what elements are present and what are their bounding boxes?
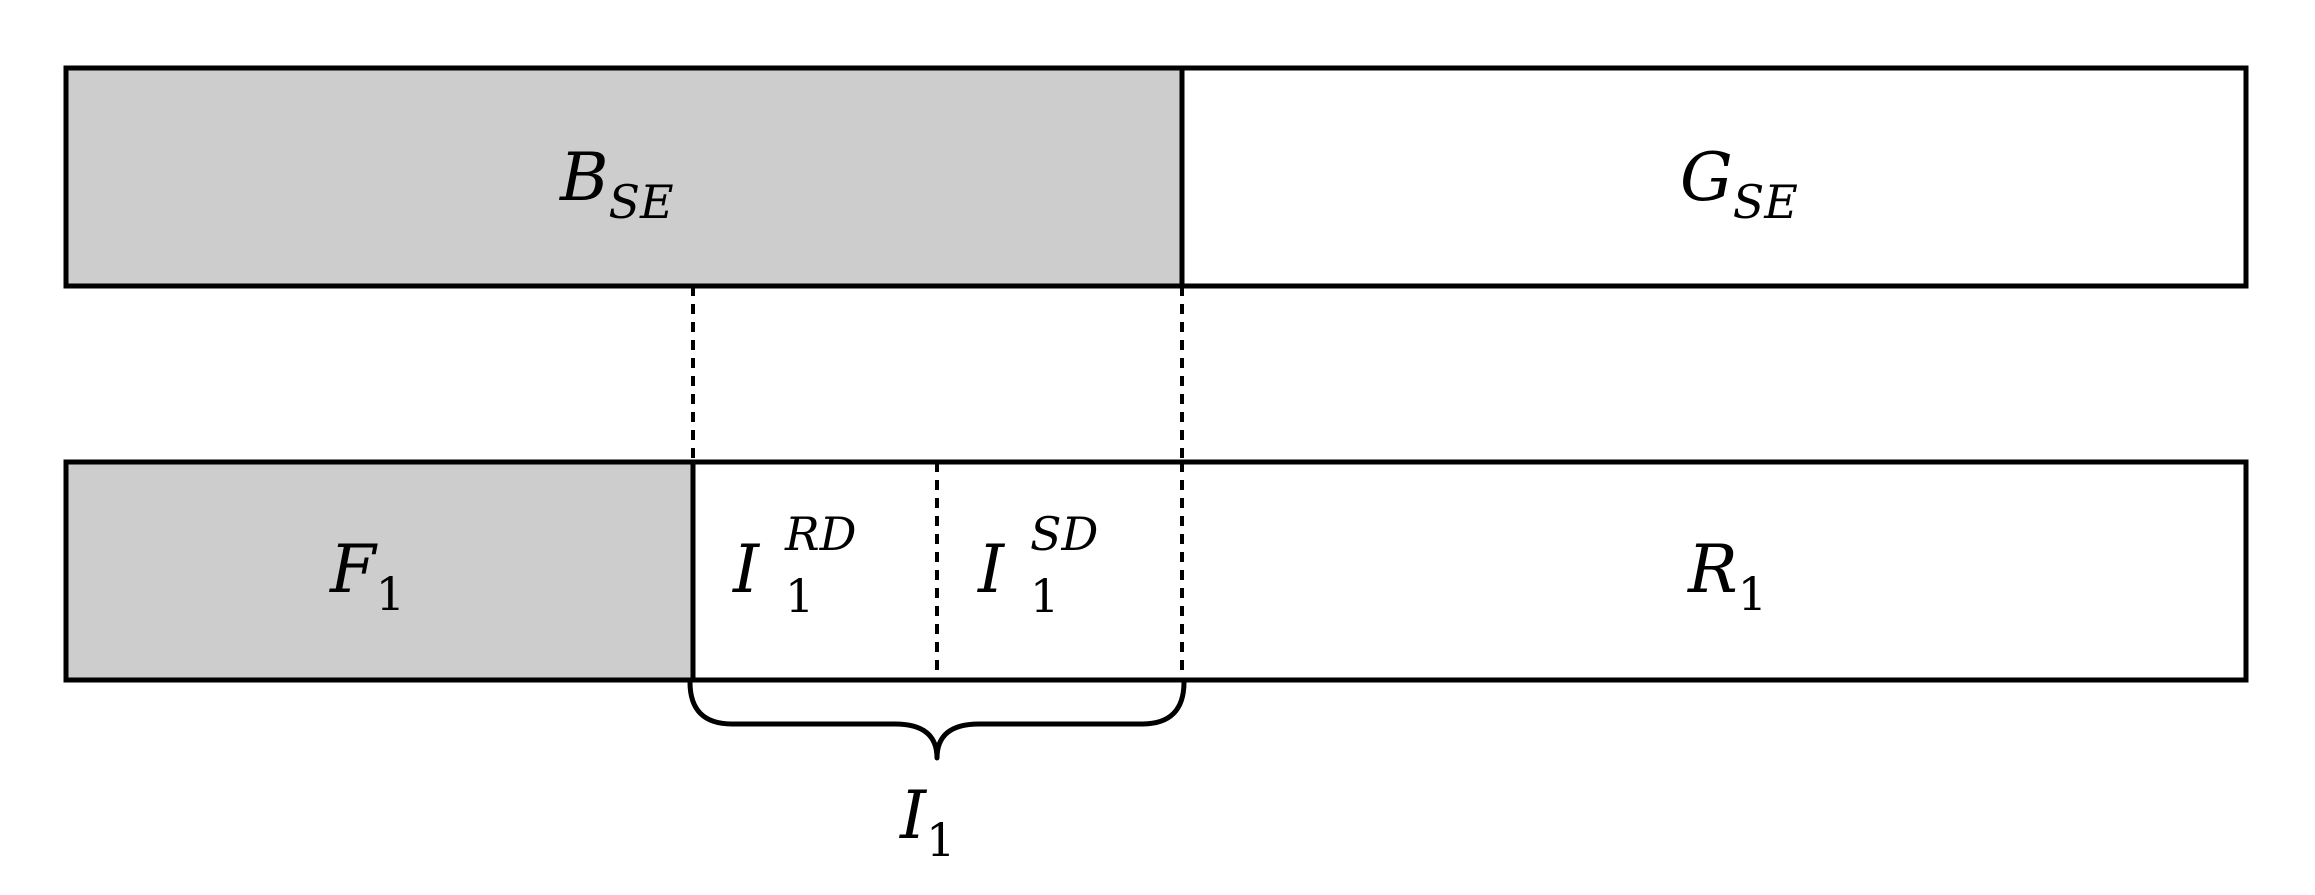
i-1-sd-symbol: I [977, 531, 1006, 608]
projection-lines [691, 286, 1184, 462]
bottom-bar: F1 I RD 1 I SD 1 R1 [63, 459, 2249, 683]
brace-shape [687, 681, 1187, 761]
b-se-segment [63, 65, 1185, 289]
g-se-subscript: SE [1733, 175, 1798, 229]
f-1-subscript: 1 [376, 567, 405, 621]
i-1-rd-subscript: 1 [785, 569, 814, 623]
g-se-symbol: G [1680, 139, 1733, 216]
i-1-sd-superscript: SD [1030, 507, 1098, 561]
f-1-label: F1 [329, 531, 405, 621]
i-1-rd-label: I [732, 531, 761, 608]
r-1-subscript: 1 [1738, 567, 1767, 621]
f-1-segment [63, 459, 696, 683]
i-1-and-r-1-segment [690, 459, 2249, 683]
brace-label-symbol: I [899, 777, 928, 854]
i-1-rd-symbol: I [732, 531, 761, 608]
b-se-label: BSE [559, 139, 674, 229]
brace-label: I1 [899, 777, 955, 867]
g-se-segment [1179, 65, 2249, 289]
brace-label-subscript: 1 [926, 813, 955, 867]
interval-brace: I1 [687, 681, 1187, 867]
i-1-sd-subscript: 1 [1030, 569, 1059, 623]
f-1-symbol: F [329, 531, 378, 608]
r-1-label: R1 [1687, 531, 1767, 621]
i-1-rd-superscript: RD [784, 507, 857, 561]
r-1-symbol: R [1687, 531, 1738, 608]
top-bar: BSE GSE [63, 65, 2249, 289]
i-1-sd-label: I [977, 531, 1006, 608]
g-se-label: GSE [1680, 139, 1798, 229]
b-se-subscript: SE [609, 175, 674, 229]
b-se-symbol: B [559, 139, 609, 216]
